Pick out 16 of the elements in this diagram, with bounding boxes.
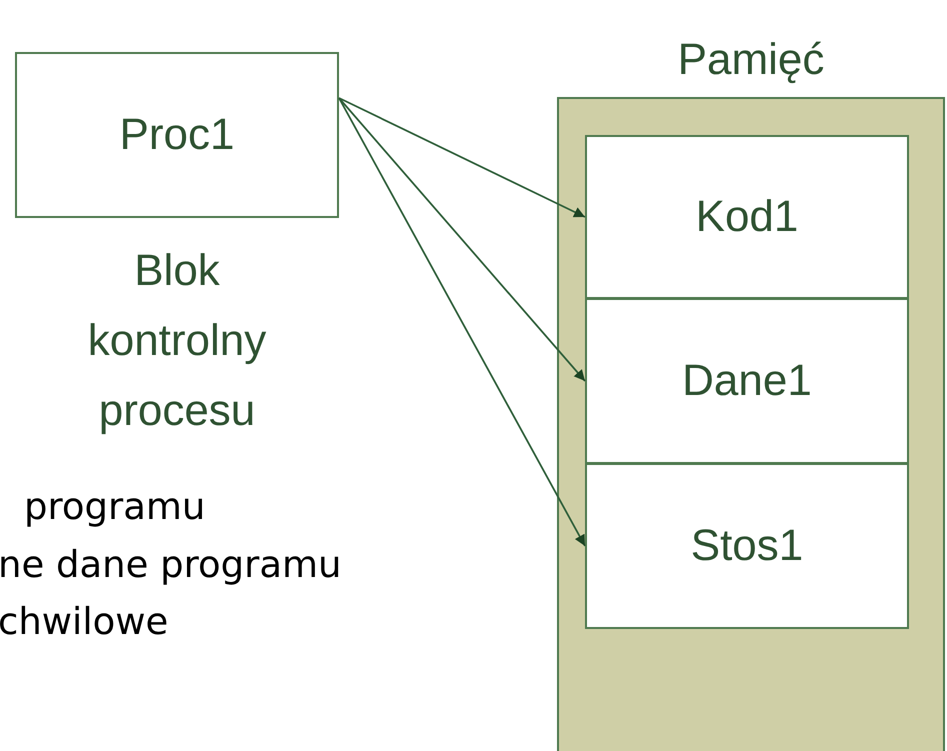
- body-text: ne dane programu: [0, 543, 342, 586]
- process-box: [15, 52, 339, 218]
- process-box: [585, 463, 909, 629]
- node-label: Proc1: [120, 110, 234, 160]
- node-label: Stos1: [690, 521, 804, 571]
- body-text: chwilowe: [0, 600, 168, 643]
- node-label: Dane1: [682, 356, 812, 406]
- node-label: Kod1: [696, 192, 798, 242]
- caption-text: Blok kontrolny procesu: [86, 245, 268, 437]
- arrow: [338, 98, 586, 546]
- process-box: [585, 135, 909, 299]
- process-box: [585, 298, 909, 464]
- arrow: [338, 97, 586, 382]
- arrow: [338, 97, 586, 218]
- memory-title: Pamięć: [676, 35, 826, 85]
- body-text: programu: [24, 485, 206, 528]
